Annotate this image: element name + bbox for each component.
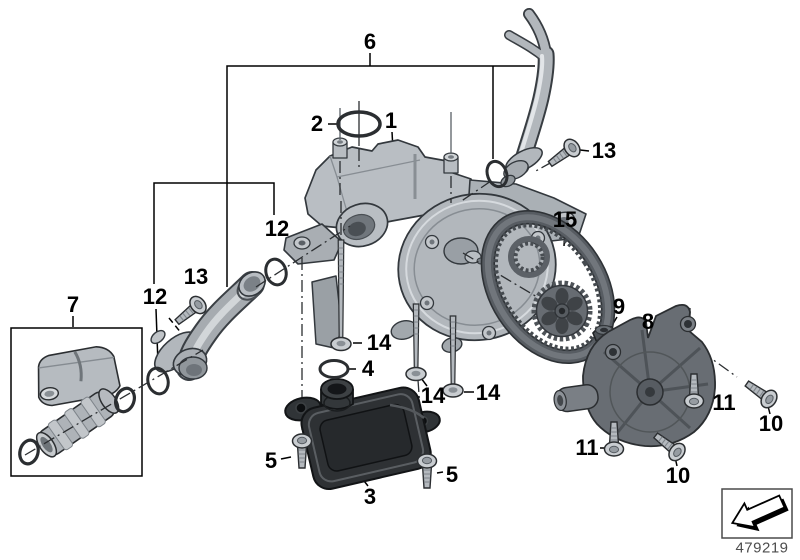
callout-12-a: 12 — [264, 216, 290, 241]
sprocket-guard — [553, 303, 716, 448]
callout-1: 1 — [384, 108, 398, 133]
o-ring-4 — [318, 359, 350, 379]
o-rings — [146, 110, 509, 396]
callout-14-a: 14 — [366, 330, 392, 355]
callout-14-b: 14 — [420, 383, 446, 408]
callout-7: 7 — [66, 292, 80, 317]
o-ring-13 — [485, 159, 509, 189]
pump-sprocket — [531, 280, 593, 342]
callout-11-b: 11 — [712, 390, 736, 415]
callout-14-c: 14 — [475, 380, 501, 405]
part-number-box — [721, 488, 793, 539]
callout-10-a: 10 — [665, 463, 691, 488]
callout-15: 15 — [552, 207, 578, 232]
callout-13-b: 13 — [183, 264, 209, 289]
callout-4: 4 — [361, 356, 375, 381]
callout-5-a: 5 — [264, 448, 278, 473]
dowel-sleeve — [332, 137, 459, 174]
bolt-14 — [442, 315, 464, 398]
oil-strainer — [284, 378, 441, 491]
o-ring — [18, 438, 40, 466]
callout-6: 6 — [363, 29, 377, 54]
filter-kit-box — [10, 327, 143, 477]
callout-2: 2 — [310, 111, 324, 136]
callout-3: 3 — [363, 484, 377, 509]
bolt-14 — [330, 239, 352, 352]
o-ring-12 — [264, 257, 288, 287]
o-ring-12 — [146, 366, 170, 396]
o-ring-2 — [336, 110, 382, 138]
callout-5-b: 5 — [445, 462, 459, 487]
callout-8: 8 — [641, 309, 655, 334]
oil-delivery-pipe — [500, 8, 555, 188]
direction-arrow-icon — [730, 494, 789, 532]
part-number-text: 479219 — [735, 539, 789, 557]
axis-lines — [339, 101, 452, 199]
callout-11-a: 11 — [575, 435, 599, 460]
bolt-10 — [740, 374, 781, 412]
o-ring — [113, 386, 137, 414]
bolt-14 — [405, 303, 427, 382]
callout-9: 9 — [612, 294, 626, 319]
callout-13-a: 13 — [591, 138, 617, 163]
bolt-13 — [543, 135, 584, 173]
callout-10-b: 10 — [758, 411, 784, 436]
bolt-5 — [416, 453, 438, 489]
callout-12-b: 12 — [142, 284, 168, 309]
